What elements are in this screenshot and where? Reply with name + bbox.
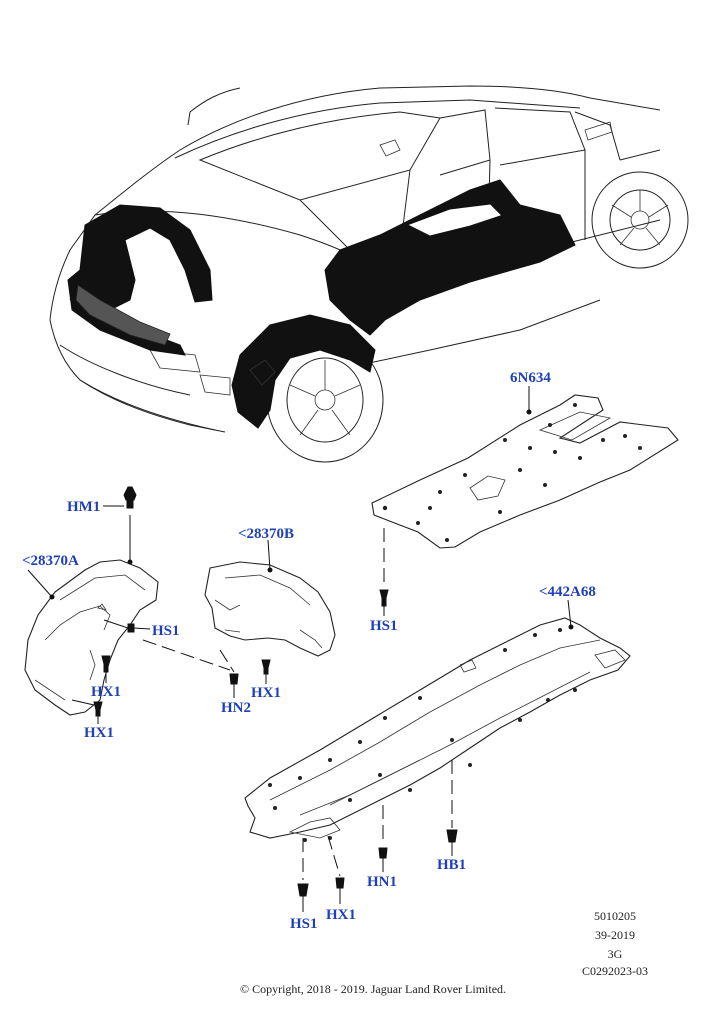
part-442a68-underbody-shield: [244, 599, 631, 842]
info-line-1: 5010205: [594, 909, 636, 923]
callout-hn1: HN1: [367, 874, 397, 890]
vehicle-underbody-shield-shaded: [324, 179, 576, 336]
info-line-2: 39-2019: [595, 928, 635, 942]
hm1-clip: [103, 486, 137, 509]
callout-hx1-bottom: HX1: [326, 907, 356, 923]
callout-28370a: <28370A: [22, 553, 79, 569]
callout-6n634: 6N634: [510, 370, 551, 386]
callout-28370b: <28370B: [238, 526, 294, 542]
part-28370b-wheel-liner: [204, 539, 336, 657]
fastener-hs1-center: [379, 528, 389, 616]
callout-hx1-c: HX1: [251, 685, 281, 701]
vehicle-front-wheel-liner-shaded: [79, 204, 213, 311]
callout-hs1-bottom: HS1: [290, 916, 318, 932]
fastener-hx1-a: [101, 655, 111, 683]
info-line-4: C0292023-03: [582, 964, 648, 978]
fastener-hn1: [378, 805, 388, 872]
callout-hs1-center: HS1: [370, 618, 398, 634]
vehicle-rear-wheel-liner-shaded: [231, 314, 376, 429]
callout-442a68: <442A68: [539, 584, 596, 600]
fastener-hn2: [142, 639, 239, 698]
fastener-hx1-c: [261, 659, 271, 684]
part-28370a-wheel-liner: [24, 515, 159, 716]
callout-hb1: HB1: [437, 857, 466, 873]
copyright-notice: © Copyright, 2018 - 2019. Jaguar Land Ro…: [240, 982, 506, 996]
fastener-hx1-bottom: [327, 835, 345, 904]
fastener-hs1-left: [103, 619, 151, 633]
part-6n634-panel: [371, 386, 679, 549]
callout-hx1-b: HX1: [84, 725, 114, 741]
fastener-hs1-bottom: [297, 838, 309, 912]
info-line-3: 3G: [608, 947, 623, 961]
fastener-hx1-b: [71, 699, 103, 724]
callout-hx1-a: HX1: [91, 684, 121, 700]
fastener-hb1: [446, 760, 458, 856]
vehicle-illustration: [49, 85, 689, 463]
callout-hs1-left: HS1: [152, 623, 180, 639]
callout-hn2: HN2: [221, 700, 251, 716]
callout-hm1: HM1: [67, 499, 100, 515]
